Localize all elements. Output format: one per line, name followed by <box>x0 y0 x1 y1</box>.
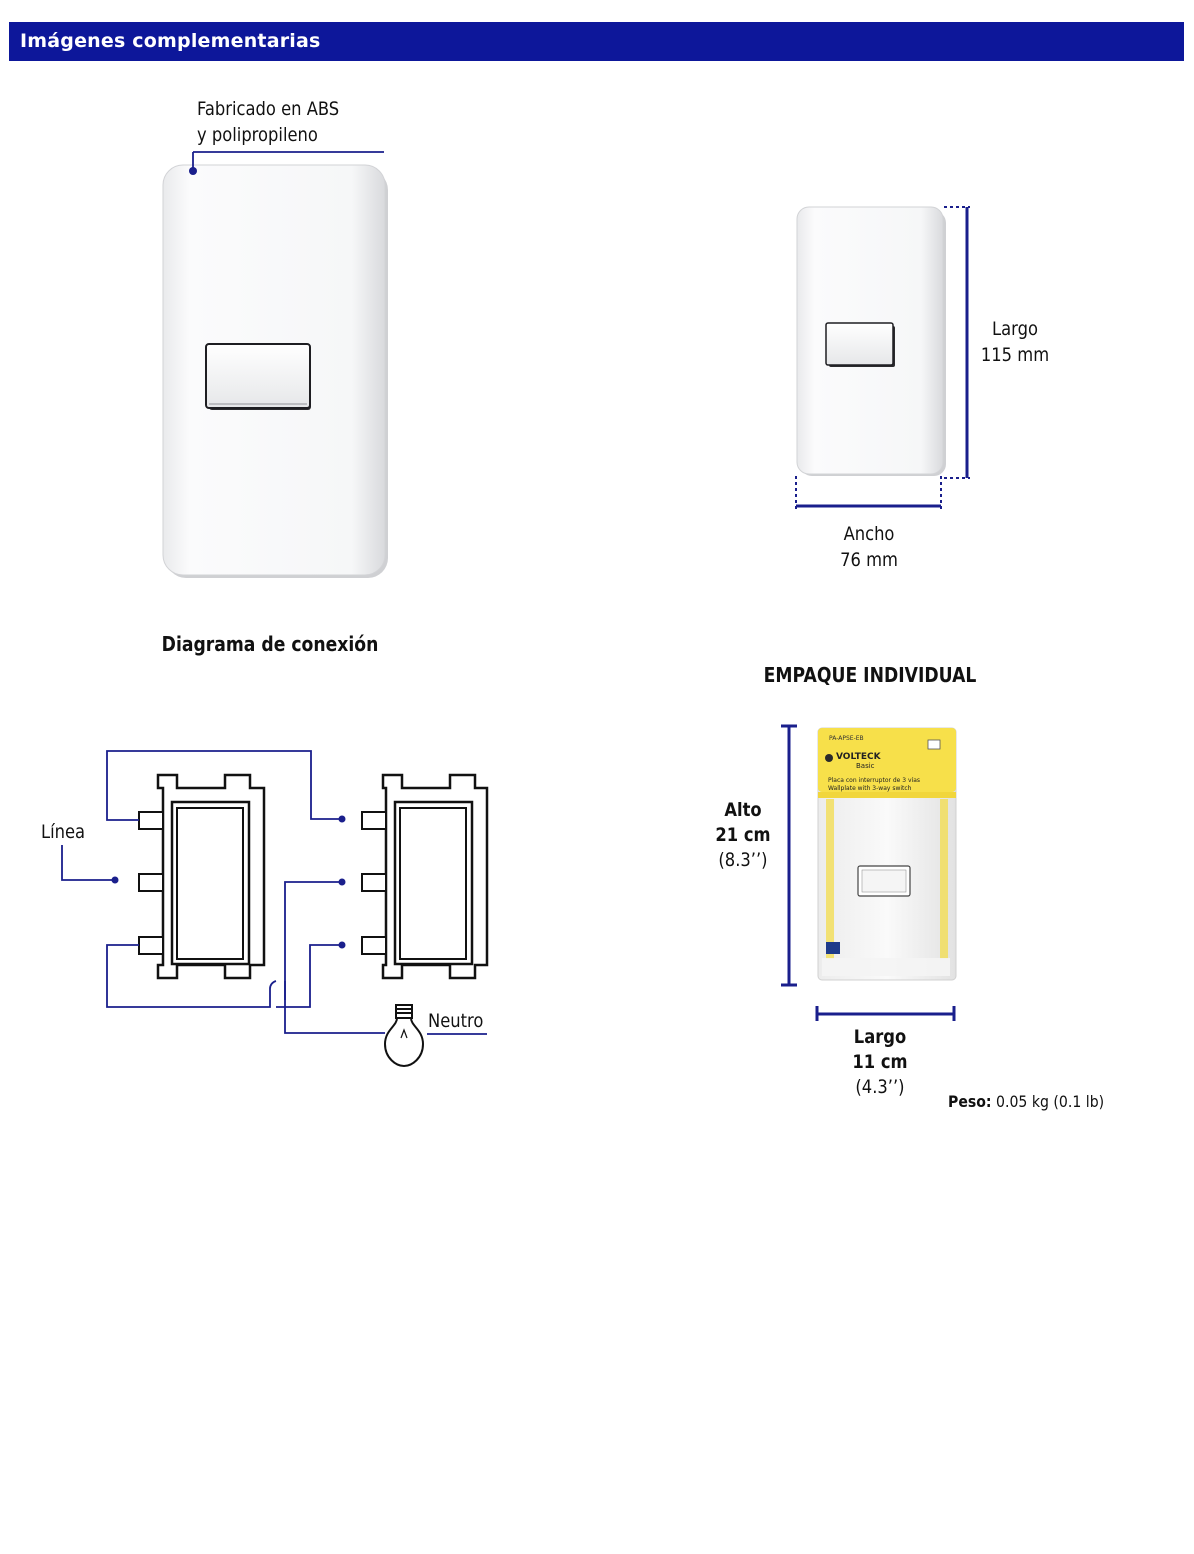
diagram-title: Diagrama de conexión <box>161 632 379 656</box>
packaging-title: EMPAQUE INDIVIDUAL <box>763 663 977 687</box>
package-image <box>817 727 957 981</box>
section-title: Imágenes complementarias <box>20 30 321 52</box>
package-height-dimension-line <box>781 724 797 987</box>
wall-plate-small-image <box>796 206 946 476</box>
light-bulb-icon <box>383 1004 425 1068</box>
weight-info: Peso: 0.05 kg (0.1 lb) <box>948 1092 1104 1111</box>
width-dimension-line <box>795 476 942 512</box>
package-width-dimension-line <box>815 1006 956 1021</box>
package-description-en: Wallplate with 3-way switch <box>828 785 912 792</box>
package-description-es: Placa con interruptor de 3 vías <box>828 777 921 784</box>
height-dimension-line <box>944 206 970 479</box>
plate-width-value: 76 mm <box>840 549 898 571</box>
package-sku: PA-APSE-EB <box>829 735 864 742</box>
weight-value: 0.05 kg (0.1 lb) <box>996 1092 1105 1111</box>
package-subbrand: Basic <box>856 762 875 770</box>
plate-length-value: 115 mm <box>980 344 1050 366</box>
material-callout-line <box>189 151 384 175</box>
package-length-in: (4.3’’) <box>855 1076 905 1098</box>
package-height-label: Alto <box>724 799 762 821</box>
package-brand: VOLTECK <box>836 752 881 762</box>
package-length-label: Largo <box>853 1026 907 1048</box>
package-height-in: (8.3’’) <box>718 849 768 871</box>
package-height-cm: 21 cm <box>715 824 771 846</box>
plate-length-label: Largo <box>992 318 1038 340</box>
section-header: Imágenes complementarias <box>9 22 1184 61</box>
material-label-line-1: Fabricado en ABS <box>197 98 340 120</box>
material-label-line-2: y polipropileno <box>197 124 318 146</box>
neutral-label: Neutro <box>428 1010 484 1032</box>
wall-plate-large-image <box>162 164 388 578</box>
connection-diagram <box>61 750 489 1068</box>
package-length-cm: 11 cm <box>852 1051 908 1073</box>
plate-width-label: Ancho <box>843 523 895 545</box>
line-label: Línea <box>41 821 86 843</box>
weight-label: Peso: <box>948 1092 992 1111</box>
